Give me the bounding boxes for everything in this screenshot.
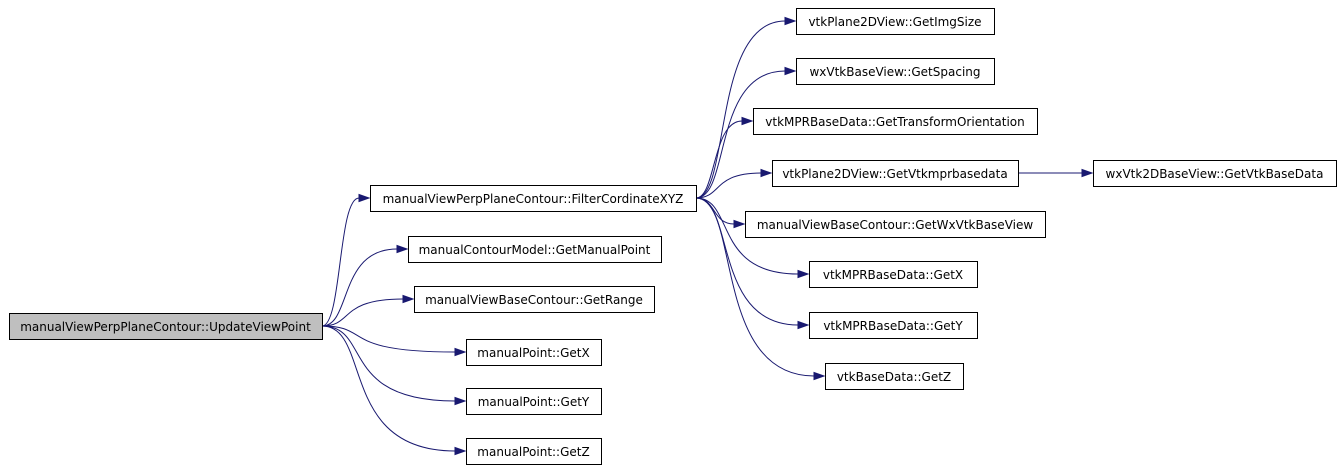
- node-manual-view-perp-plane-contour-filter-cordinate-xyz[interactable]: manualViewPerpPlaneContour::FilterCordin…: [370, 185, 697, 212]
- node-label: manualViewPerpPlaneContour::UpdateViewPo…: [20, 320, 311, 334]
- arrowhead-icon: [454, 347, 467, 357]
- node-label: manualPoint::GetY: [478, 395, 590, 409]
- edge-line: [695, 197, 815, 377]
- node-label: vtkMPRBaseData::GetTransformOrientation: [765, 115, 1024, 129]
- node-wx-vtk-base-view-get-spacing[interactable]: wxVtkBaseView::GetSpacing: [796, 58, 995, 85]
- edge-line: [695, 20, 786, 199]
- edge-line: [695, 197, 799, 275]
- node-box: [1093, 160, 1337, 187]
- arrowhead-icon: [733, 219, 746, 229]
- node-box: [809, 261, 978, 288]
- node-box: [466, 438, 602, 465]
- node-manual-contour-model-get-manual-point[interactable]: manualContourModel::GetManualPoint: [408, 236, 662, 263]
- edge-vtk-plane2-dview-get-vtkmprbasedata-to-wx-vtk2-dbase-view-get-vtk-base-data: [1018, 168, 1094, 178]
- node-manual-view-perp-plane-contour-update-view-point[interactable]: manualViewPerpPlaneContour::UpdateViewPo…: [9, 313, 323, 340]
- node-wx-vtk2-dbase-view-get-vtk-base-data[interactable]: wxVtk2DBaseView::GetVtkBaseData: [1093, 160, 1337, 187]
- edge-manual-view-perp-plane-contour-update-view-point-to-manual-view-perp-plane-contour-filter-cordinate-xyz: [321, 193, 371, 327]
- call-graph-edges: [321, 16, 1094, 456]
- node-vtk-mprbase-data-get-y[interactable]: vtkMPRBaseData::GetY: [809, 312, 978, 339]
- node-label: vtkPlane2DView::GetVtkmprbasedata: [782, 167, 1007, 181]
- edge-manual-view-perp-plane-contour-update-view-point-to-manual-contour-model-get-manual-point: [321, 244, 409, 327]
- node-label: vtkMPRBaseData::GetX: [823, 268, 963, 282]
- node-label: manualViewBaseContour::GetRange: [425, 293, 643, 307]
- node-box: [796, 8, 995, 35]
- node-manual-view-base-contour-get-wx-vtk-base-view[interactable]: manualViewBaseContour::GetWxVtkBaseView: [745, 211, 1046, 238]
- arrowhead-icon: [797, 269, 810, 279]
- node-manual-point-get-x[interactable]: manualPoint::GetX: [466, 339, 602, 366]
- node-vtk-plane2-dview-get-vtkmprbasedata[interactable]: vtkPlane2DView::GetVtkmprbasedata: [772, 160, 1019, 187]
- node-box: [466, 388, 602, 415]
- node-box: [772, 160, 1019, 187]
- edge-line: [695, 172, 762, 199]
- edge-line: [321, 325, 456, 452]
- arrowhead-icon: [358, 193, 371, 203]
- edge-manual-view-perp-plane-contour-filter-cordinate-xyz-to-wx-vtk-base-view-get-spacing: [695, 66, 797, 199]
- arrowhead-icon: [784, 66, 797, 76]
- node-box: [809, 312, 978, 339]
- node-box: [466, 339, 602, 366]
- node-vtk-base-data-get-z[interactable]: vtkBaseData::GetZ: [825, 363, 964, 390]
- arrowhead-icon: [454, 396, 467, 406]
- node-vtk-plane2-dview-get-img-size[interactable]: vtkPlane2DView::GetImgSize: [796, 8, 995, 35]
- node-manual-view-base-contour-get-range[interactable]: manualViewBaseContour::GetRange: [414, 286, 655, 313]
- edge-manual-view-perp-plane-contour-update-view-point-to-manual-point-get-z: [321, 325, 467, 456]
- node-label: manualPoint::GetZ: [477, 445, 589, 459]
- arrowhead-icon: [784, 16, 797, 26]
- arrowhead-icon: [813, 371, 826, 381]
- edge-line: [321, 248, 398, 327]
- node-vtk-mprbase-data-get-transform-orientation[interactable]: vtkMPRBaseData::GetTransformOrientation: [753, 108, 1038, 135]
- edge-line: [321, 325, 456, 402]
- node-label: wxVtkBaseView::GetSpacing: [809, 65, 980, 79]
- node-box: [9, 313, 323, 340]
- node-label: manualViewBaseContour::GetWxVtkBaseView: [757, 218, 1034, 232]
- node-box: [825, 363, 964, 390]
- node-manual-point-get-z[interactable]: manualPoint::GetZ: [466, 438, 602, 465]
- node-box: [370, 185, 697, 212]
- arrowhead-icon: [454, 446, 467, 456]
- node-label: vtkMPRBaseData::GetY: [823, 319, 963, 333]
- arrowhead-icon: [396, 244, 409, 254]
- edge-manual-view-perp-plane-contour-update-view-point-to-manual-point-get-x: [321, 325, 467, 357]
- node-label: vtkPlane2DView::GetImgSize: [808, 15, 981, 29]
- edge-manual-view-perp-plane-contour-filter-cordinate-xyz-to-vtk-plane2-dview-get-vtkmprbasedata: [695, 168, 773, 199]
- node-label: manualContourModel::GetManualPoint: [419, 243, 651, 257]
- edge-manual-view-perp-plane-contour-filter-cordinate-xyz-to-vtk-base-data-get-z: [695, 197, 826, 381]
- node-label: manualPoint::GetX: [477, 346, 589, 360]
- node-vtk-mprbase-data-get-x[interactable]: vtkMPRBaseData::GetX: [809, 261, 978, 288]
- call-graph-nodes: manualViewPerpPlaneContour::UpdateViewPo…: [9, 8, 1337, 465]
- arrowhead-icon: [760, 168, 773, 178]
- node-label: manualViewPerpPlaneContour::FilterCordin…: [383, 192, 684, 206]
- edge-line: [321, 197, 360, 327]
- edge-line: [695, 70, 786, 199]
- edge-manual-view-perp-plane-contour-filter-cordinate-xyz-to-vtk-mprbase-data-get-x: [695, 197, 810, 279]
- node-box: [408, 236, 662, 263]
- edge-manual-view-perp-plane-contour-filter-cordinate-xyz-to-vtk-mprbase-data-get-transform-orientation: [695, 116, 754, 199]
- node-manual-point-get-y[interactable]: manualPoint::GetY: [466, 388, 602, 415]
- edge-line: [321, 325, 456, 353]
- arrowhead-icon: [402, 294, 415, 304]
- node-box: [745, 211, 1046, 238]
- edge-line: [695, 120, 743, 199]
- node-box: [796, 58, 995, 85]
- node-label: vtkBaseData::GetZ: [837, 370, 951, 384]
- node-box: [414, 286, 655, 313]
- edge-manual-view-perp-plane-contour-filter-cordinate-xyz-to-manual-view-base-contour-get-wx-vtk-base-view: [695, 197, 746, 229]
- edge-manual-view-perp-plane-contour-filter-cordinate-xyz-to-vtk-plane2-dview-get-img-size: [695, 16, 797, 199]
- arrowhead-icon: [1081, 168, 1094, 178]
- arrowhead-icon: [797, 320, 810, 330]
- edge-manual-view-perp-plane-contour-update-view-point-to-manual-view-base-contour-get-range: [321, 294, 415, 327]
- node-label: wxVtk2DBaseView::GetVtkBaseData: [1106, 167, 1324, 181]
- node-box: [753, 108, 1038, 135]
- edge-line: [321, 298, 404, 327]
- arrowhead-icon: [741, 116, 754, 126]
- edge-line: [695, 197, 735, 225]
- edge-manual-view-perp-plane-contour-update-view-point-to-manual-point-get-y: [321, 325, 467, 406]
